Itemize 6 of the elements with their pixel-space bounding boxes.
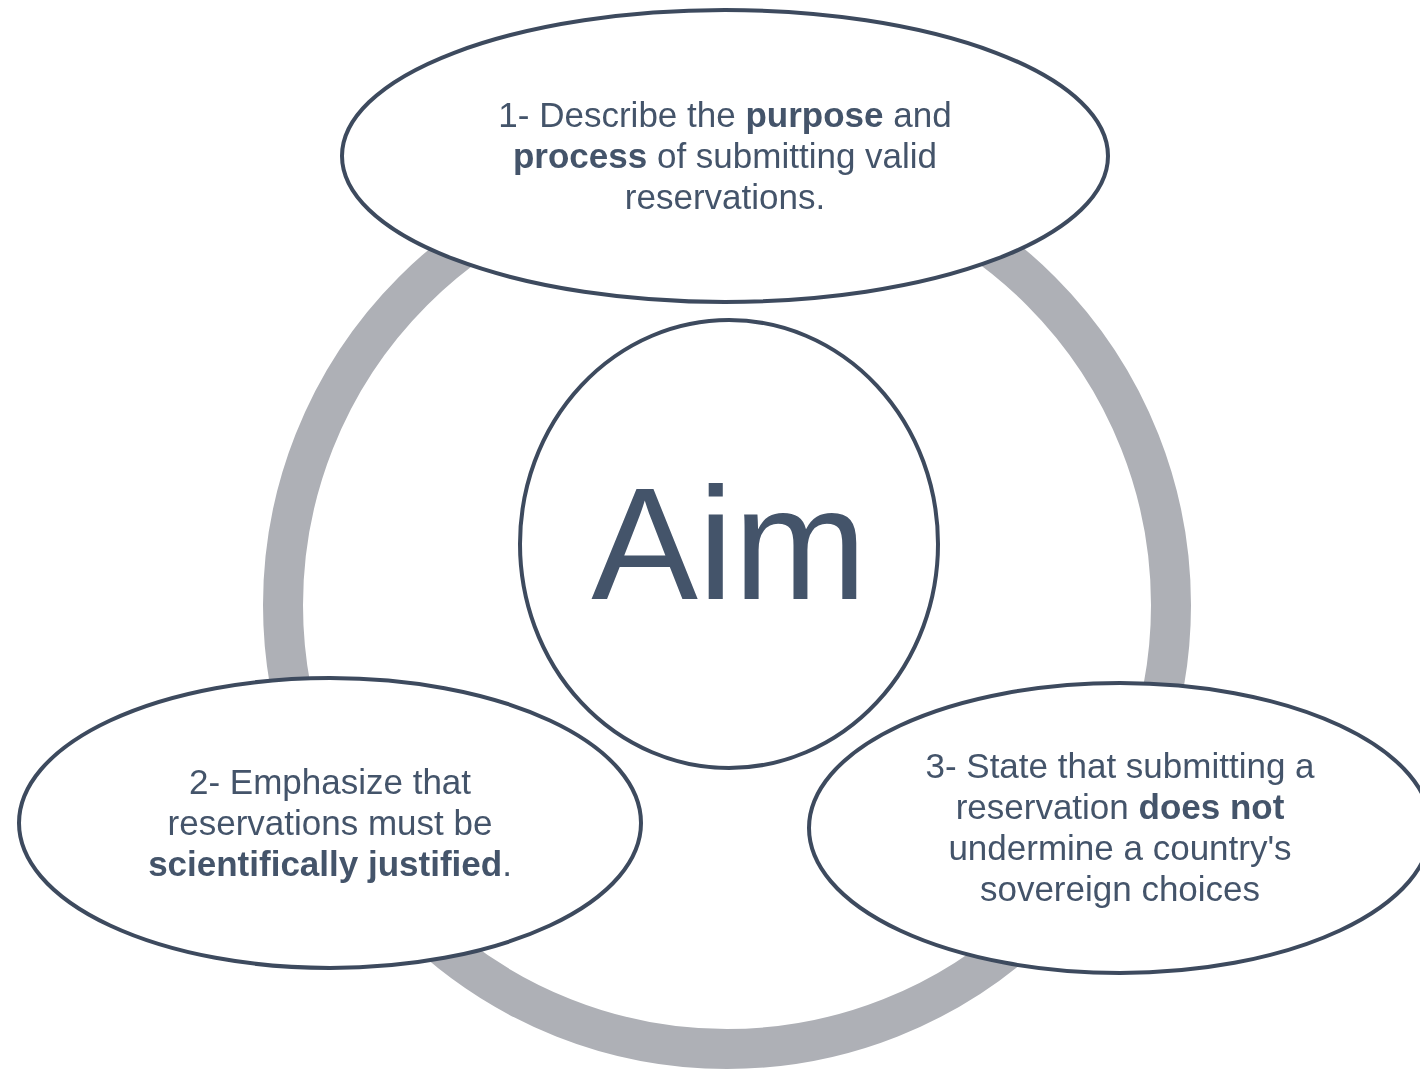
- node-text: 1- Describe the purpose and process of submitting valid reservations.: [497, 94, 953, 218]
- ellipse-node: [17, 676, 643, 970]
- ellipse-node: [340, 8, 1110, 304]
- center-title: Aim: [590, 453, 868, 636]
- node-text: 3- State that submitting a reservation does not undermine a country's sovereign choices: [924, 746, 1316, 910]
- node-text: 2- Emphasize that reservations must be scientifically justified.: [147, 761, 513, 885]
